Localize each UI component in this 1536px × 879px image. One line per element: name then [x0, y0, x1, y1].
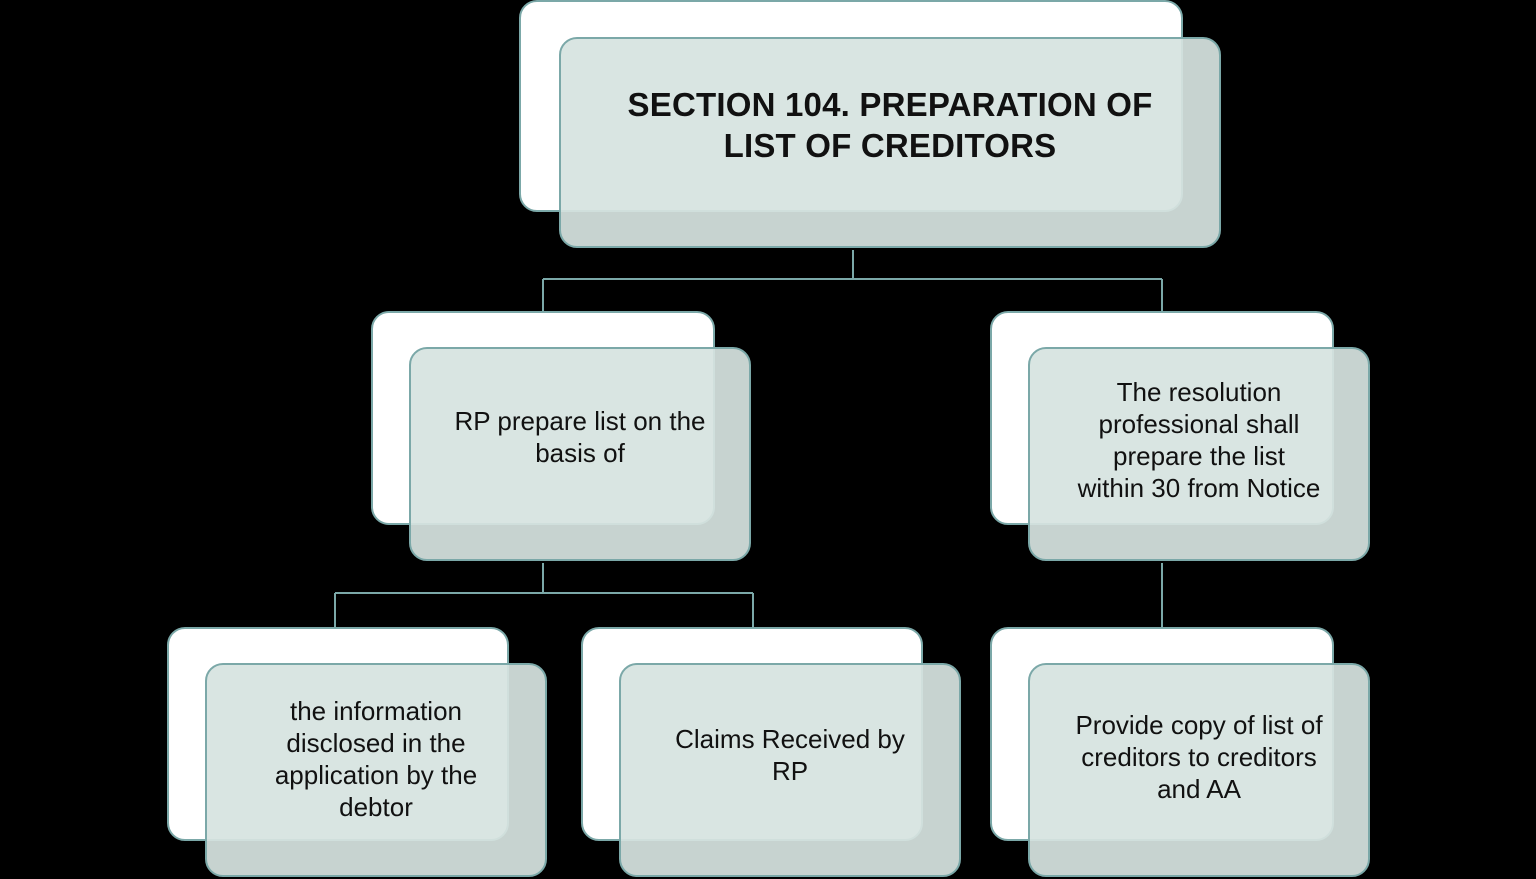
node-information-disclosed-by-debtor-front-card[interactable]: the information disclosed in the applica… — [205, 663, 547, 877]
node-rp-prepare-list-label: RP prepare list on the basis of — [454, 405, 706, 468]
node-provide-copy-to-creditors-and-aa[interactable]: Provide copy of list of creditors to cre… — [990, 627, 1372, 879]
node-provide-copy-to-creditors-and-aa-label: Provide copy of list of creditors to cre… — [1075, 709, 1323, 805]
node-resolution-professional-30-days-label: The resolution professional shall prepar… — [1077, 376, 1321, 504]
node-rp-prepare-list[interactable]: RP prepare list on the basis of — [371, 311, 753, 563]
node-root[interactable]: SECTION 104. PREPARATION OF LIST OF CRED… — [519, 0, 1223, 250]
node-root-front-card[interactable]: SECTION 104. PREPARATION OF LIST OF CRED… — [559, 37, 1221, 248]
node-claims-received-by-rp-front-card[interactable]: Claims Received by RP — [619, 663, 961, 877]
node-provide-copy-to-creditors-and-aa-front-card[interactable]: Provide copy of list of creditors to cre… — [1028, 663, 1370, 877]
node-claims-received-by-rp-label: Claims Received by RP — [675, 723, 905, 786]
node-resolution-professional-30-days-front-card[interactable]: The resolution professional shall prepar… — [1028, 347, 1370, 561]
node-information-disclosed-by-debtor[interactable]: the information disclosed in the applica… — [167, 627, 547, 879]
node-rp-prepare-list-front-card[interactable]: RP prepare list on the basis of — [409, 347, 751, 561]
node-root-label: SECTION 104. PREPARATION OF LIST OF CRED… — [627, 85, 1153, 164]
node-resolution-professional-30-days[interactable]: The resolution professional shall prepar… — [990, 311, 1372, 563]
node-information-disclosed-by-debtor-label: the information disclosed in the applica… — [274, 695, 478, 823]
node-claims-received-by-rp[interactable]: Claims Received by RP — [581, 627, 961, 879]
